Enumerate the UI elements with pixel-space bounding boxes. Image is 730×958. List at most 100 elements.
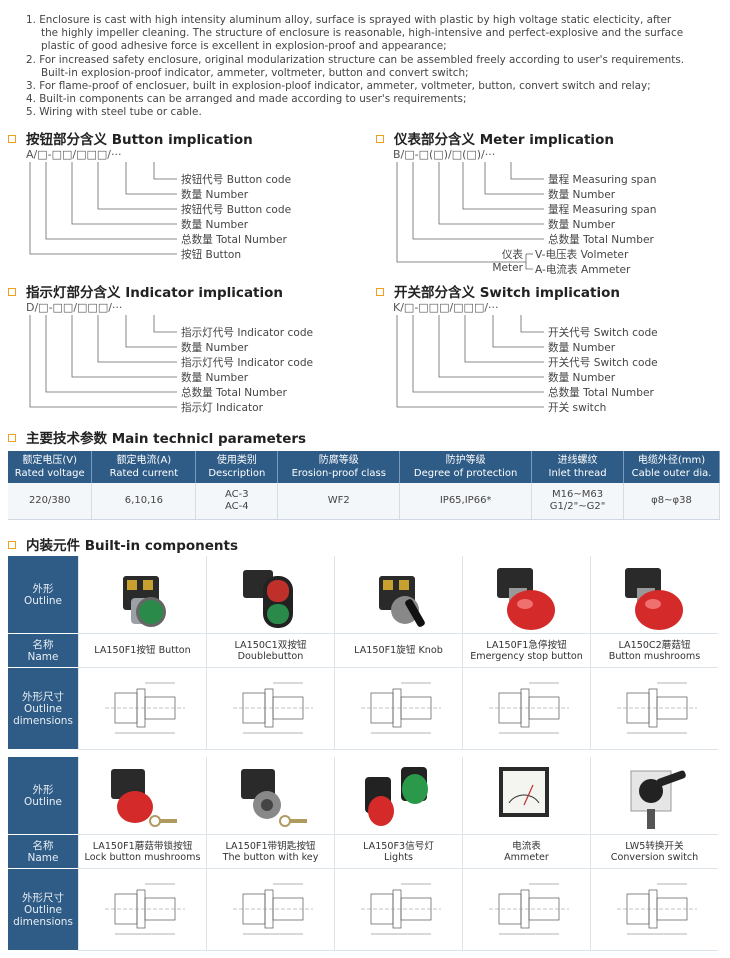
- note-line: Built-in explosion-proof indicator, amme…: [41, 66, 469, 79]
- component-cell-outline: [462, 556, 590, 634]
- value-text: 6,10,16: [124, 494, 163, 506]
- dimension-drawing: [360, 883, 441, 934]
- key-button-icon: [240, 768, 307, 827]
- green-push-button-icon: [122, 575, 166, 627]
- implication-label: A-电流表 Ammeter: [535, 264, 631, 276]
- component-cell-outline: [78, 556, 206, 634]
- row-head-line: 名称: [32, 638, 54, 651]
- implication-label: 数量 Number: [181, 342, 249, 354]
- header-text: Description: [208, 468, 266, 479]
- component-cell-dims: [206, 869, 334, 951]
- component-cell-outline: [206, 757, 334, 835]
- component-name-en: Emergency stop button: [470, 650, 583, 662]
- note-line: 4. Built-in components can be arranged a…: [26, 93, 467, 106]
- implication-label: 量程 Measuring span: [548, 204, 657, 216]
- row-head-line: Outline: [24, 702, 62, 715]
- params-value-cell: WF2: [277, 483, 401, 520]
- implication-label: 总数量 Total Number: [181, 234, 287, 246]
- dimension-drawing: [232, 883, 313, 934]
- params-header-cell: 电缆外径(mm)Cable outer dia.: [623, 451, 720, 483]
- component-cell-outline: [206, 556, 334, 634]
- meter-side-label: 仪表: [501, 249, 523, 261]
- conversion-switch-icon: [630, 770, 686, 829]
- component-cell-outline: [78, 757, 206, 835]
- implication-label: 数量 Number: [181, 189, 249, 201]
- implication-label: 按钮代号 Button code: [181, 174, 292, 186]
- leader-lines: [29, 162, 177, 255]
- component-cell-dims: [334, 869, 462, 951]
- meter-side-label: Meter: [492, 262, 523, 274]
- value-text: 220/380: [28, 494, 71, 506]
- params-value-cell: φ8~φ38: [623, 483, 720, 520]
- double-button-icon: [242, 569, 293, 628]
- component-name-cn: LA150F1按钮 Button: [94, 645, 191, 656]
- lock-mushroom-icon: [110, 768, 177, 827]
- header-text: 防护等级: [445, 455, 486, 466]
- intro-notes: 1. Enclosure is cast with high intensity…: [26, 14, 726, 120]
- value-text: AC-3: [225, 488, 249, 500]
- implication-label: 指示灯代号 Indicator code: [181, 327, 314, 339]
- dimension-drawing: [616, 682, 697, 733]
- component-name-cn: LA150F3信号灯: [363, 840, 434, 852]
- note-line: 5. Wiring with steel tube or cable.: [26, 106, 202, 119]
- component-name-cn: LA150F1蘑菇带锁按钮: [92, 840, 193, 852]
- component-cell-dims: [462, 668, 590, 750]
- leader-lines: [396, 315, 544, 408]
- value-text: φ8~φ38: [651, 494, 692, 506]
- row-head-line: 外形尺寸: [22, 690, 64, 703]
- header-text: 电缆外径(mm): [637, 455, 706, 466]
- row-head-line: 外形: [32, 582, 54, 595]
- component-cell-dims: [78, 869, 206, 951]
- implication-label: 开关 switch: [548, 402, 607, 414]
- dimension-drawing: [104, 682, 185, 733]
- component-cell-dims: [206, 668, 334, 750]
- component-name-cn: LA150F1急停按钮: [486, 639, 567, 651]
- implication-label: 总数量 Total Number: [548, 387, 654, 399]
- mushroom-button-icon: [624, 567, 683, 630]
- row-head-line: dimensions: [13, 915, 73, 928]
- implication-label: 数量 Number: [548, 342, 616, 354]
- row-head-line: dimensions: [13, 714, 73, 727]
- implication-label: 数量 Number: [548, 189, 616, 201]
- component-name-en: The button with key: [222, 851, 319, 863]
- header-text: 额定电压(V): [22, 455, 78, 466]
- params-header-cell: 额定电流(A)Rated current: [91, 451, 197, 483]
- component-name-cn: LA150C1双按钮: [234, 639, 307, 651]
- implication-label: 数量 Number: [548, 219, 616, 231]
- component-name-en: Lock button mushrooms: [84, 851, 201, 863]
- component-name-en: Doublebutton: [237, 650, 304, 662]
- component-cell-dims: [334, 668, 462, 750]
- value-text: IP65,IP66*: [439, 494, 492, 506]
- implication-label: 数量 Number: [548, 372, 616, 384]
- dimension-drawing: [360, 682, 441, 733]
- header-text: Inlet thread: [548, 468, 607, 479]
- implication-label: 指示灯 Indicator: [181, 402, 263, 414]
- code-pattern: D/□-□□/□□□/···: [26, 301, 123, 314]
- implication-label: 按钮代号 Button code: [181, 204, 292, 216]
- note-line: plastic of good adhesive force is excell…: [41, 40, 447, 53]
- component-name-en: Button mushrooms: [608, 650, 701, 662]
- row-head-line: Outline: [24, 795, 62, 808]
- button-implication-title: 按钮部分含义 Button implication: [8, 128, 253, 148]
- code-pattern: K/□-□□□/□□□/···: [393, 301, 499, 314]
- row-head-line: 外形: [32, 783, 54, 796]
